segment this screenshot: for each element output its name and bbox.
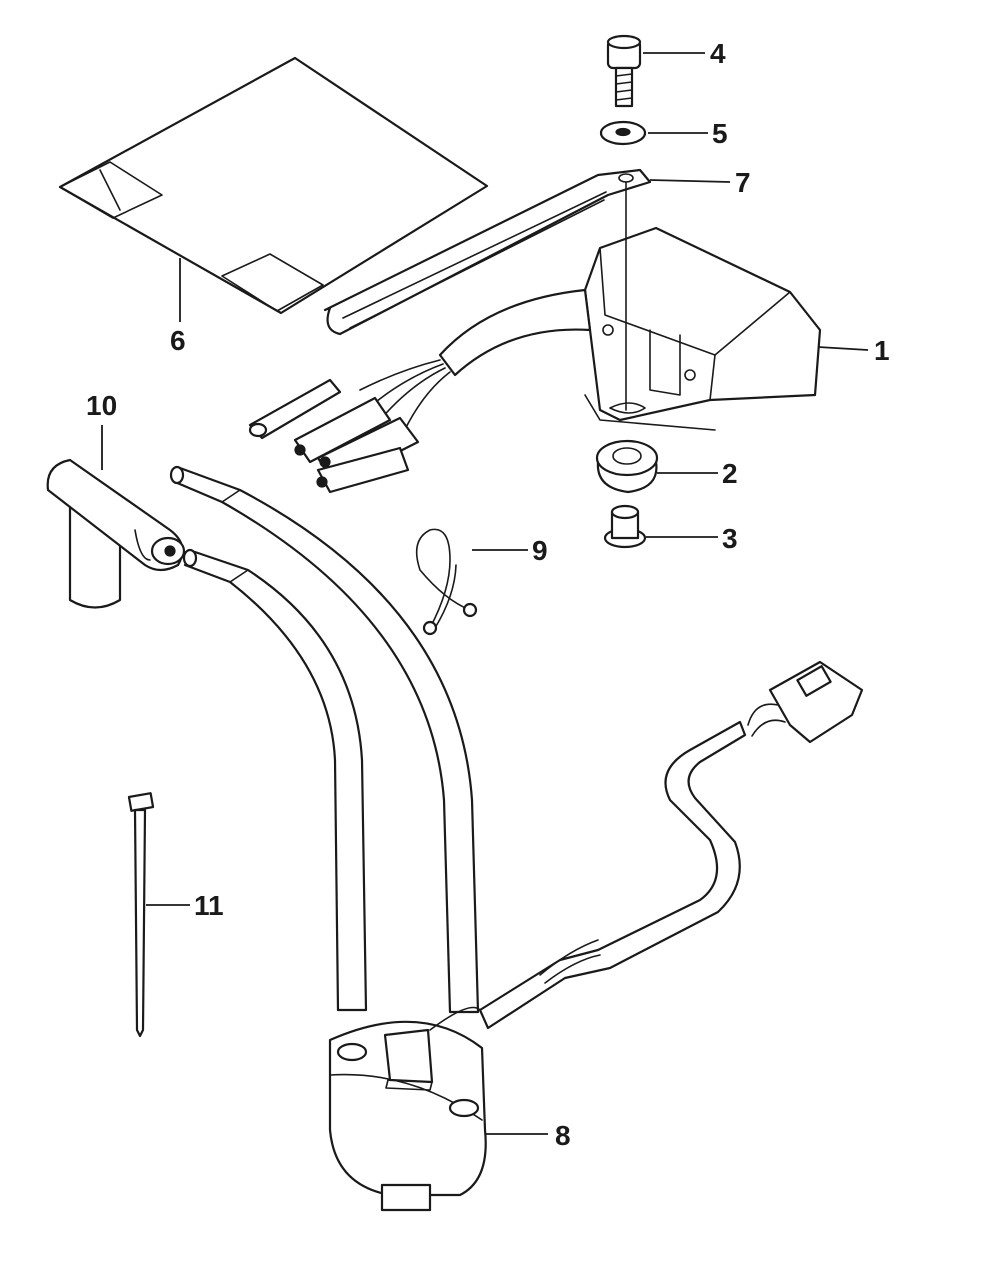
callout-7: 7	[735, 167, 751, 198]
part-9-wire-clip	[415, 528, 478, 636]
part-4-bolt	[606, 34, 642, 108]
callout-10: 10	[86, 390, 117, 421]
leader-lines	[101, 52, 869, 1135]
part-6-decal-sheet	[58, 56, 489, 315]
part-5-washer	[599, 120, 647, 146]
callout-2: 2	[722, 458, 738, 489]
part-8-ignition-coil	[169, 465, 864, 1212]
part-3-collar	[603, 504, 647, 549]
callout-8: 8	[555, 1120, 571, 1151]
callout-11: 11	[194, 890, 224, 921]
part-11-cable-tie	[127, 792, 155, 1038]
callout-3: 3	[722, 523, 738, 554]
callout-1: 1	[874, 335, 890, 366]
part-10-plug-cap	[46, 458, 186, 609]
callout-labels: 4 5 7 1 2 3 6 10 9 11 8	[86, 38, 890, 1151]
callout-4: 4	[710, 38, 726, 69]
part-2-grommet	[595, 439, 659, 494]
callout-9: 9	[532, 535, 548, 566]
callout-6: 6	[170, 325, 186, 356]
part-1-control-module	[248, 226, 822, 494]
callout-5: 5	[712, 118, 728, 149]
